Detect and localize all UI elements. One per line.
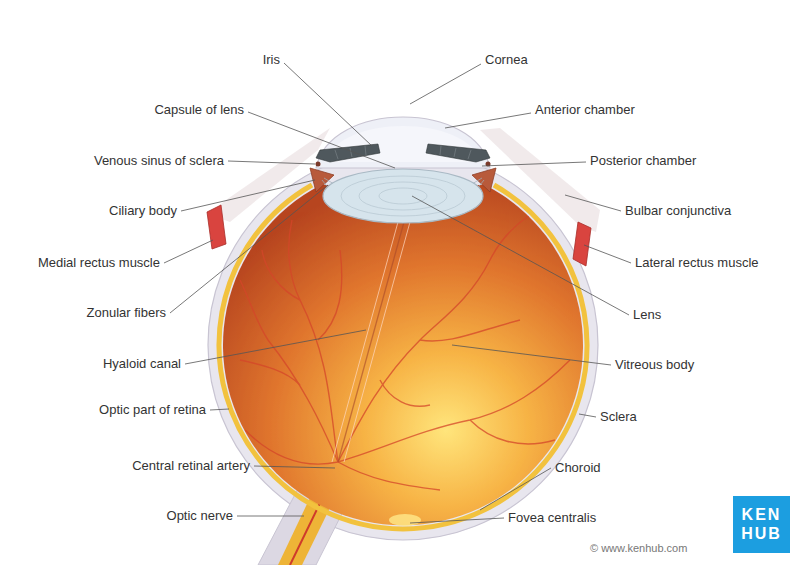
watermark: © www.kenhub.com — [590, 542, 687, 555]
part-label: Bulbar conjunctiva — [625, 203, 731, 219]
part-label: Cornea — [485, 52, 528, 68]
retinal-vessels — [240, 215, 570, 490]
part-label: Optic nerve — [167, 508, 233, 524]
part-label: Anterior chamber — [535, 102, 635, 118]
part-label: Iris — [263, 52, 280, 68]
fovea — [389, 514, 421, 526]
leader-lines — [164, 63, 631, 523]
lateral-rectus-muscle — [573, 222, 591, 266]
part-label: Central retinal artery — [132, 458, 250, 474]
part-label: Sclera — [600, 409, 637, 425]
part-label: Vitreous body — [615, 357, 694, 373]
part-label: Ciliary body — [109, 203, 177, 219]
part-label: Capsule of lens — [154, 102, 244, 118]
medial-rectus-muscle — [207, 205, 226, 249]
part-label: Hyaloid canal — [103, 356, 181, 372]
venous-sinus — [316, 162, 321, 167]
vitreous-body — [223, 185, 583, 525]
logo-box: KEN HUB — [733, 496, 790, 553]
part-label: Fovea centralis — [508, 510, 596, 526]
sclera — [208, 150, 598, 540]
lens — [323, 169, 483, 223]
iris — [316, 144, 380, 162]
iris — [426, 144, 490, 162]
part-label: Venous sinus of sclera — [94, 153, 224, 169]
logo-text: KEN HUB — [739, 506, 785, 543]
part-label: Optic part of retina — [99, 402, 206, 418]
part-label: Lateral rectus muscle — [635, 255, 759, 271]
part-label: Choroid — [555, 460, 601, 476]
hyaloid-canal — [332, 222, 410, 462]
lens-layers — [341, 176, 465, 216]
part-label: Zonular fibers — [87, 305, 166, 321]
choroid-retina — [219, 185, 587, 529]
part-label: Lens — [633, 307, 661, 323]
part-label: Medial rectus muscle — [38, 255, 160, 271]
part-label: Posterior chamber — [590, 153, 696, 169]
